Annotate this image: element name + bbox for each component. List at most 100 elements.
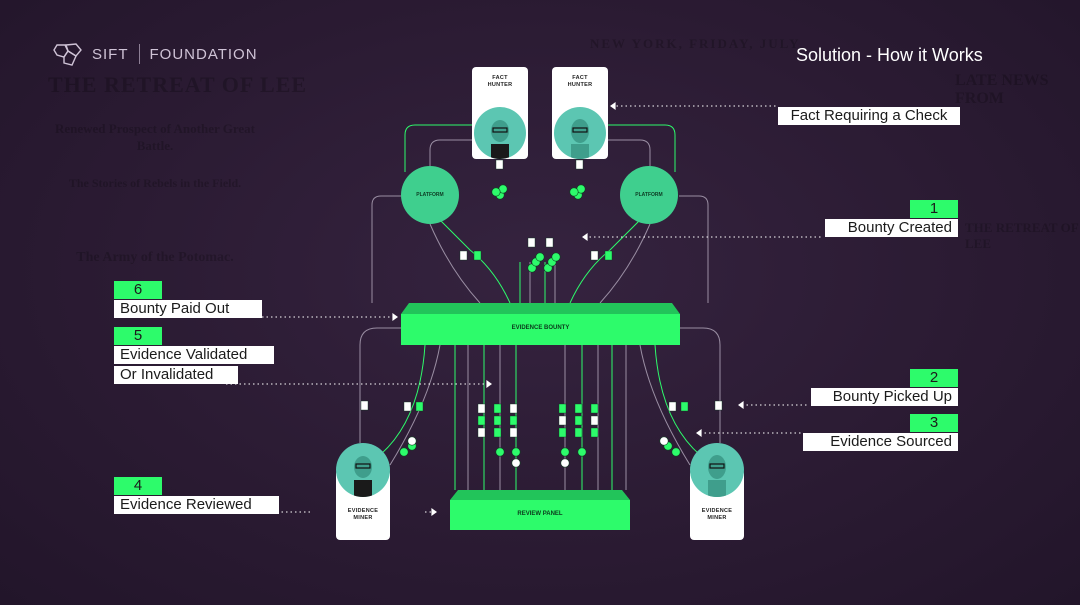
arrow-head bbox=[582, 233, 588, 241]
document-token bbox=[545, 237, 554, 248]
coin-token bbox=[560, 447, 570, 457]
arrow-head bbox=[738, 401, 744, 409]
document-token bbox=[668, 401, 677, 412]
fact-hunter-card-right: FACT HUNTER bbox=[552, 67, 608, 159]
document-token bbox=[473, 250, 482, 261]
document-token bbox=[477, 415, 486, 426]
arrow-head bbox=[431, 508, 437, 516]
evidence-miner-label: EVIDENCE MINER bbox=[701, 508, 733, 521]
arrow-head bbox=[486, 380, 492, 388]
coin-token bbox=[491, 187, 501, 197]
document-token bbox=[590, 427, 599, 438]
newsprint-headline-left: THE RETREAT OF LEE bbox=[48, 72, 308, 97]
platform-node-right: PLATFORM bbox=[620, 166, 678, 224]
arrow-head bbox=[696, 429, 702, 437]
person-icon bbox=[491, 120, 509, 159]
step-number-1: 1 bbox=[910, 200, 958, 218]
document-token bbox=[477, 403, 486, 414]
label-bounty-paid-out: Bounty Paid Out bbox=[114, 300, 262, 318]
coin-token bbox=[569, 187, 579, 197]
document-token bbox=[415, 401, 424, 412]
fact-hunter-card-left: FACT HUNTER bbox=[472, 67, 528, 159]
brand-logo: SIFT FOUNDATION bbox=[52, 41, 258, 67]
label-evidence-sourced: Evidence Sourced bbox=[803, 433, 958, 451]
document-token bbox=[574, 427, 583, 438]
step-number-5: 5 bbox=[114, 327, 162, 345]
evidence-miner-avatar-left bbox=[336, 443, 390, 497]
page-title: Solution - How it Works bbox=[796, 45, 983, 65]
document-token bbox=[590, 403, 599, 414]
platform-node-left: PLATFORM bbox=[401, 166, 459, 224]
fact-hunter-avatar bbox=[474, 107, 526, 159]
document-token bbox=[477, 427, 486, 438]
bar-shape bbox=[450, 490, 630, 530]
connector-line bbox=[599, 223, 651, 304]
coin-token bbox=[407, 436, 417, 446]
newsprint-masthead: NEW YORK, FRIDAY, JULY bbox=[590, 36, 801, 51]
connector-line bbox=[359, 327, 401, 443]
review-panel-label: REVIEW PANEL bbox=[517, 511, 563, 517]
document-token bbox=[509, 403, 518, 414]
connector-line bbox=[379, 344, 426, 456]
connector-line bbox=[569, 219, 641, 304]
evidence-bounty-label: EVIDENCE BOUNTY bbox=[511, 325, 570, 331]
newsprint-subhead-4: THE RETREAT OF LEE bbox=[965, 220, 1079, 251]
evidence-miner-avatar-right bbox=[690, 443, 744, 497]
document-token bbox=[493, 427, 502, 438]
sift-logo-icon bbox=[53, 43, 82, 66]
newsprint-headline-right: LATE NEWS FROM bbox=[955, 72, 1049, 107]
connector-line bbox=[679, 195, 709, 303]
coin-token bbox=[560, 458, 570, 468]
document-token bbox=[604, 250, 613, 261]
step-number-6: 6 bbox=[114, 281, 162, 299]
arrow-head bbox=[392, 313, 398, 321]
coin-token bbox=[671, 447, 681, 457]
document-token bbox=[495, 159, 504, 170]
coin-token bbox=[577, 447, 587, 457]
label-evidence-reviewed: Evidence Reviewed bbox=[114, 496, 279, 514]
person-icon bbox=[708, 455, 726, 497]
document-token bbox=[714, 400, 723, 411]
fact-hunter-label: FACT HUNTER bbox=[567, 75, 593, 88]
label-fact-requiring-check: Fact Requiring a Check bbox=[778, 107, 960, 125]
connector-line bbox=[429, 139, 472, 166]
coin-token bbox=[535, 252, 545, 262]
evidence-bounty-bar: EVIDENCE BOUNTY bbox=[401, 303, 680, 345]
person-icon bbox=[354, 456, 372, 497]
connector-line bbox=[654, 344, 701, 456]
arrow-head bbox=[610, 102, 616, 110]
document-token bbox=[590, 415, 599, 426]
brand-subname: FOUNDATION bbox=[149, 45, 258, 63]
coin-token bbox=[399, 447, 409, 457]
coin-token bbox=[551, 252, 561, 262]
label-or-invalidated: Or Invalidated bbox=[114, 366, 238, 384]
brand-divider bbox=[138, 44, 140, 64]
fact-hunter-label: FACT HUNTER bbox=[487, 75, 513, 88]
document-token bbox=[575, 159, 584, 170]
label-bounty-created: Bounty Created bbox=[825, 219, 958, 237]
connector-line bbox=[404, 124, 472, 172]
connector-line bbox=[680, 327, 721, 443]
document-token bbox=[590, 250, 599, 261]
document-token bbox=[558, 427, 567, 438]
newsprint-subhead-1: Renewed Prospect of Another Great Battle… bbox=[54, 121, 256, 153]
coin-token bbox=[511, 458, 521, 468]
document-token bbox=[509, 427, 518, 438]
label-evidence-validated: Evidence Validated bbox=[114, 346, 274, 364]
connector-line bbox=[429, 223, 481, 304]
document-token bbox=[509, 415, 518, 426]
document-token bbox=[558, 415, 567, 426]
connector-line bbox=[439, 219, 511, 304]
document-token bbox=[527, 237, 536, 248]
connector-line bbox=[639, 344, 691, 466]
fact-hunter-avatar bbox=[554, 107, 606, 159]
bar-shape bbox=[401, 303, 680, 345]
step-number-4: 4 bbox=[114, 477, 162, 495]
newsprint-subhead-3: The Army of the Potomac. bbox=[76, 250, 234, 265]
review-panel-bar: REVIEW PANEL bbox=[450, 490, 630, 530]
label-bounty-picked-up: Bounty Picked Up bbox=[811, 388, 958, 406]
coin-token bbox=[659, 436, 669, 446]
document-token bbox=[558, 403, 567, 414]
brand-name: SIFT bbox=[92, 45, 129, 63]
document-token bbox=[360, 400, 369, 411]
